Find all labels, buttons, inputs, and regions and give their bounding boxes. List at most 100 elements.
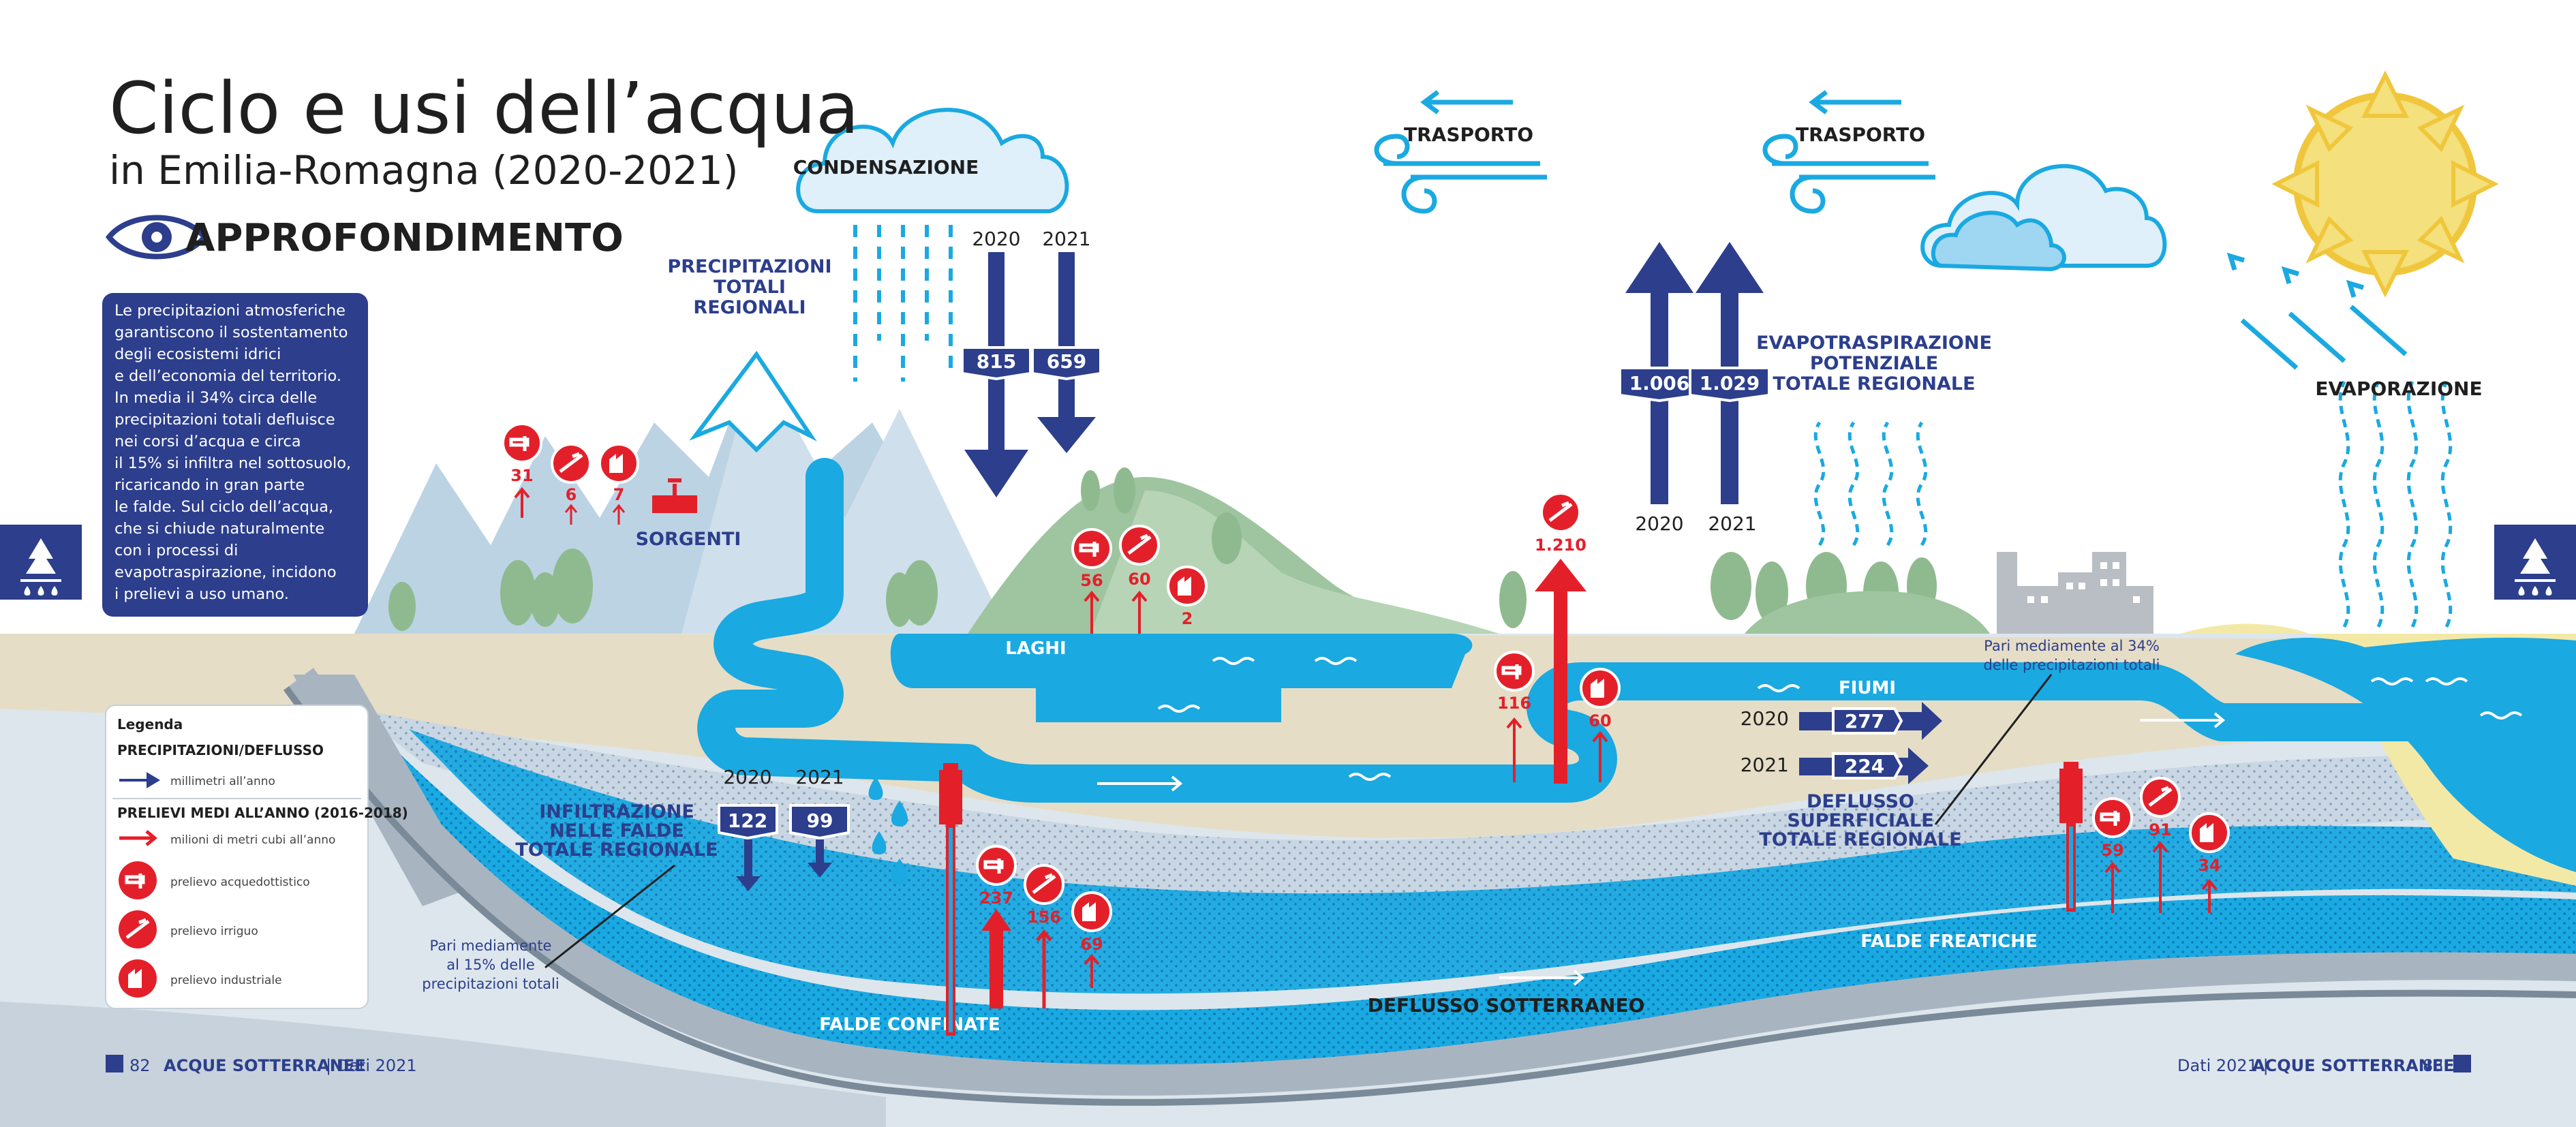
- lake: [890, 634, 1473, 722]
- intro-line: e dell’economia del territorio.: [114, 367, 341, 385]
- section-label: APPROFONDIMENTO: [185, 216, 624, 260]
- label-infiltrazione: INFILTRAZIONE NELLE FALDE TOTALE REGIONA…: [515, 801, 718, 861]
- infiltration-value-2020: 122: [728, 809, 767, 832]
- year-label: 2020: [1635, 512, 1683, 535]
- label-laghi: LAGHI: [1005, 638, 1066, 659]
- legend: Legenda PRECIPITAZIONI/DEFLUSSO millimet…: [105, 705, 408, 1009]
- year-label: 2021: [1042, 228, 1090, 250]
- page-number-left: 82: [129, 1056, 151, 1075]
- footer-section-right: ACQUE SOTTERRANEE: [2252, 1056, 2455, 1075]
- runoff-value-2021: 224: [1845, 755, 1884, 777]
- svg-text:REGIONALI: REGIONALI: [693, 297, 806, 318]
- svg-text:SUPERFICIALE: SUPERFICIALE: [1787, 810, 1933, 831]
- legend-industriale: prelievo industriale: [170, 974, 282, 987]
- legend-prelievi-title: PRELIEVI MEDI ALL’ANNO (2016-2018): [117, 805, 408, 821]
- page-title: Ciclo e usi dell’acqua: [109, 67, 859, 150]
- withdrawals-sorgenti: 31 6 7: [502, 422, 697, 525]
- evaporation-arrows: [2226, 252, 2408, 370]
- legend-acquedottistico: prelievo acquedottistico: [170, 876, 310, 889]
- intro-line: degli ecosistemi idrici: [114, 345, 281, 363]
- tap-icon: [1494, 651, 1535, 692]
- footer-left: 82 ACQUE SOTTERRANEE | Dati 2021: [106, 1055, 417, 1075]
- withdrawals-falde-freatiche: 59 91 34: [2059, 762, 2230, 913]
- label-trasporto-2: TRASPORTO: [1796, 123, 1925, 146]
- footer-data-right: Dati 2021 |: [2177, 1056, 2269, 1075]
- intro-line: precipitazioni totali defluisce: [114, 411, 335, 429]
- sea: [2181, 623, 2576, 886]
- tap-icon: [119, 861, 157, 899]
- intro-line: In media il 34% circa delle: [114, 389, 317, 407]
- label-evaporazione: EVAPORAZIONE: [2315, 377, 2482, 400]
- withdrawals-fiume: 1.210 116 60: [1494, 492, 1621, 784]
- withdrawal-value: 69: [1080, 935, 1103, 954]
- withdrawals-laghi: 56 60 2: [1071, 525, 1208, 634]
- svg-text:Pari mediamente al 34%: Pari mediamente al 34%: [1984, 638, 2160, 654]
- well-pump-icon: [939, 770, 962, 824]
- withdrawal-value: 60: [1589, 711, 1611, 730]
- surface-runoff-flow: 2020 2021 277 224: [1741, 702, 1942, 784]
- infiltration-flow: 2020 2021 122 99: [718, 766, 850, 891]
- withdrawal-value: 116: [1497, 694, 1531, 713]
- precip-value-2021: 659: [1047, 350, 1086, 373]
- legend-title: Legenda: [117, 716, 183, 732]
- svg-text:EVAPOTRASPIRAZIONE: EVAPOTRASPIRAZIONE: [1756, 333, 1992, 354]
- wind-icon-1: [1374, 90, 1547, 214]
- note-15: Pari mediamente al 15% delle precipitazi…: [422, 938, 559, 992]
- withdrawal-value: 56: [1080, 571, 1103, 590]
- side-tab-right: [2494, 525, 2576, 600]
- label-fiumi: FIUMI: [1839, 678, 1896, 698]
- year-label: 2021: [1708, 512, 1756, 535]
- intro-line: evapotraspirazione, incidono: [114, 564, 337, 581]
- label-deflusso-superficiale: DEFLUSSO SUPERFICIALE TOTALE REGIONALE: [1759, 791, 1961, 850]
- label-falde-confinate: FALDE CONFINATE: [819, 1015, 1000, 1035]
- svg-text:POTENZIALE: POTENZIALE: [1810, 353, 1938, 374]
- intro-line: i prelievi a uso umano.: [114, 585, 289, 603]
- svg-text:Pari mediamente: Pari mediamente: [430, 938, 552, 954]
- label-trasporto-1: TRASPORTO: [1404, 123, 1533, 146]
- sky-cloud: [1920, 164, 2167, 272]
- withdrawal-value: 237: [979, 889, 1013, 908]
- withdrawal-value: 59: [2101, 841, 2123, 860]
- page-subtitle: in Emilia-Romagna (2020-2021): [109, 147, 738, 194]
- evap-value-2021: 1.029: [1700, 372, 1760, 395]
- spring-fountain-icon: [652, 478, 697, 513]
- svg-text:TOTALE REGIONALE: TOTALE REGIONALE: [515, 839, 718, 861]
- precipitation-flow: 2020 2021 815 659: [961, 228, 1102, 497]
- tap-icon: [1071, 528, 1112, 569]
- withdrawal-value: 91: [2149, 820, 2171, 839]
- svg-text:PRECIPITAZIONI: PRECIPITAZIONI: [667, 256, 831, 277]
- label-precipitazioni: PRECIPITAZIONI TOTALI REGIONALI: [667, 256, 831, 318]
- infiltration-drops: [868, 777, 908, 884]
- wave-marks: [1097, 657, 2523, 986]
- year-label: 2021: [1741, 754, 1789, 776]
- intro-line: che si chiude naturalmente: [114, 520, 324, 538]
- evap-value-2020: 1.006: [1629, 372, 1690, 395]
- infiltration-value-2021: 99: [807, 809, 833, 832]
- page-number-right: 83: [2423, 1056, 2444, 1075]
- intro-line: il 15% si infiltra nel sottosuolo,: [114, 454, 351, 472]
- condensation-cloud: [796, 108, 1069, 382]
- tap-icon: [502, 422, 542, 463]
- evapotranspiration-waves: [1813, 380, 2453, 628]
- well-pump-icon: [2059, 769, 2083, 823]
- year-label: 2021: [795, 766, 844, 788]
- legend-red-arrow: [119, 830, 157, 846]
- legend-precip-title: PRECIPITAZIONI/DEFLUSSO: [117, 742, 324, 758]
- side-tab-left: [0, 525, 82, 600]
- year-label: 2020: [723, 766, 771, 788]
- withdrawal-value: 31: [510, 466, 533, 485]
- label-evapotraspirazione: EVAPOTRASPIRAZIONE POTENZIALE TOTALE REG…: [1756, 333, 1992, 395]
- svg-text:delle precipitazioni totali: delle precipitazioni totali: [1984, 657, 2160, 673]
- svg-text:NELLE FALDE: NELLE FALDE: [549, 820, 684, 842]
- eye-icon: [105, 215, 209, 260]
- intro-line: ricaricando in gran parte: [114, 476, 305, 494]
- tap-icon: [976, 845, 1017, 886]
- svg-text:precipitazioni totali: precipitazioni totali: [422, 976, 559, 992]
- svg-text:TOTALE REGIONALE: TOTALE REGIONALE: [1773, 373, 1975, 395]
- intro-line: con i processi di: [114, 542, 238, 559]
- intro-line: le falde. Sul ciclo dell’acqua,: [114, 498, 333, 516]
- wind-icon-2: [1762, 90, 1935, 214]
- evapotranspiration-flow: 1.006 1.029 2020 2021: [1619, 242, 1770, 535]
- label-falde-freatiche: FALDE FREATICHE: [1860, 931, 2038, 952]
